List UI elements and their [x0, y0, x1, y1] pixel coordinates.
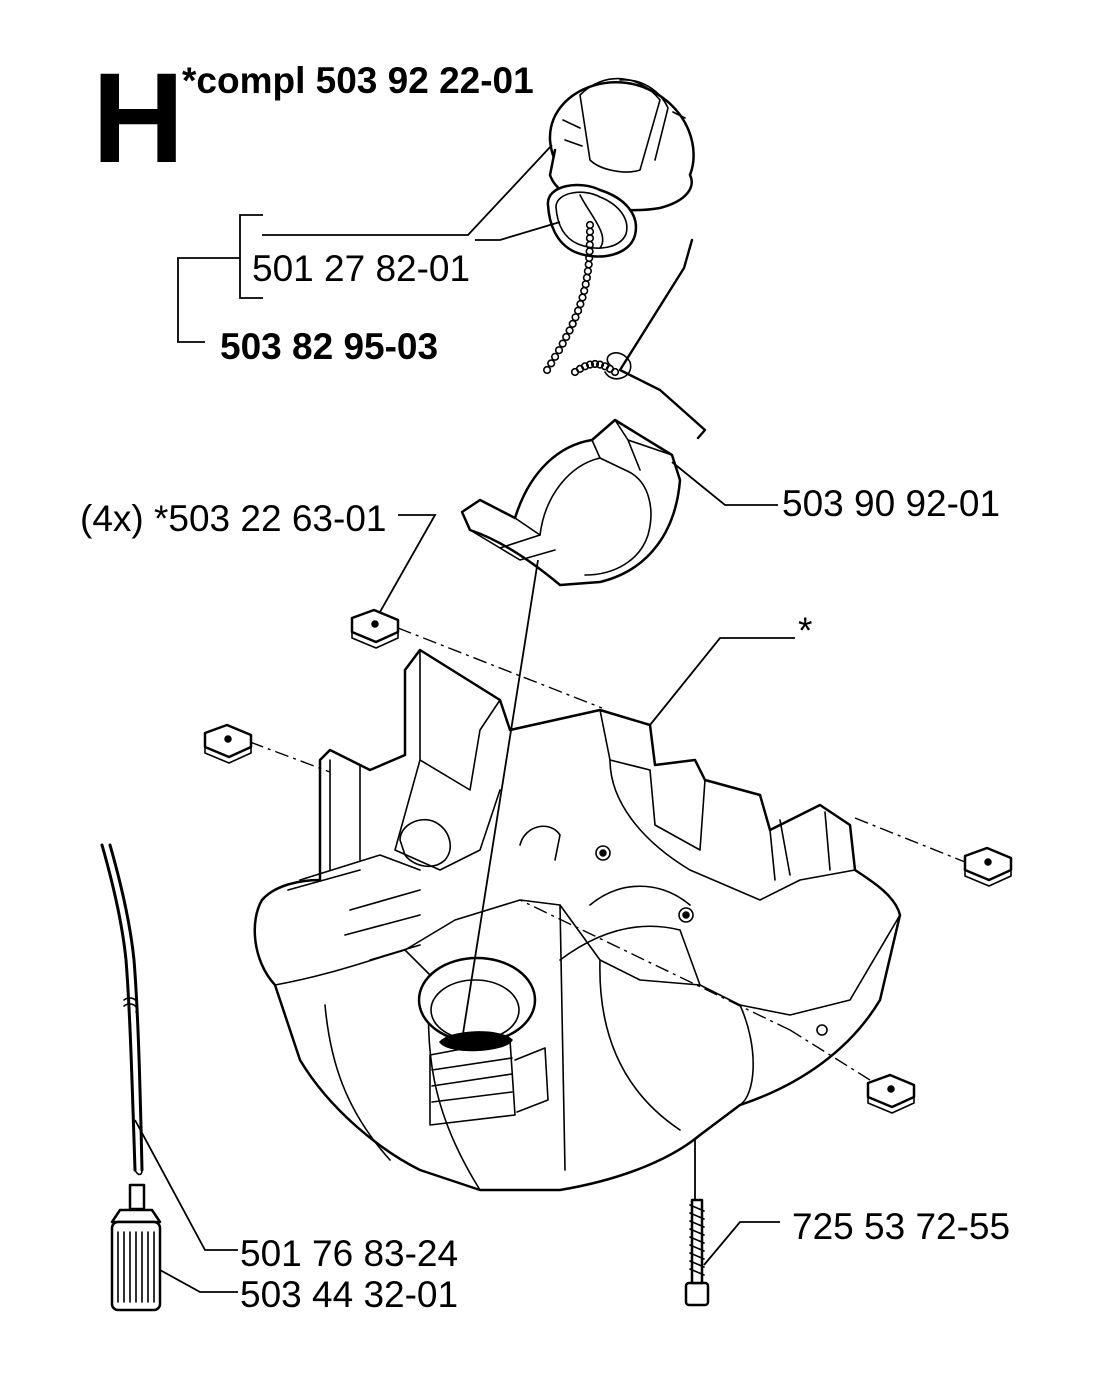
- chain-bead: [585, 360, 595, 369]
- fuel-filter-label: 503 44 32-01: [240, 1274, 459, 1315]
- cap-gasket: [546, 183, 638, 258]
- nuts-label: (4x) *503 22 63-01: [80, 498, 387, 539]
- chain-bead: [581, 280, 590, 289]
- chain-bead: [542, 365, 552, 375]
- fuel-tank-body: [253, 648, 902, 1192]
- chain-bead: [573, 306, 583, 315]
- complete-kit-label: *compl 503 92 22-01: [182, 60, 534, 101]
- chain-bead: [576, 300, 585, 309]
- filler-neck: [417, 956, 537, 1052]
- tank-star-label: *: [798, 610, 813, 651]
- chain-bead: [550, 352, 560, 361]
- chain-bead: [595, 360, 605, 369]
- chain-bead: [582, 273, 592, 282]
- clip-nuts: [203, 608, 1013, 1114]
- cap-gasket-label: 501 27 82-01: [252, 248, 471, 289]
- chain-bead: [590, 359, 600, 369]
- wire-hook: [604, 238, 707, 440]
- fuel-hose-label: 501 76 83-24: [240, 1233, 459, 1274]
- chain-bead: [583, 267, 593, 276]
- chain-bead: [571, 313, 580, 322]
- chain-bead: [580, 362, 590, 371]
- chain-bead: [578, 293, 587, 302]
- screw-part: [684, 1198, 710, 1307]
- fuel-hose-part: [100, 843, 144, 1176]
- cap-assembly-label: 503 82 95-03: [220, 326, 439, 367]
- chain-bead: [562, 332, 571, 342]
- chain-bead: [558, 339, 567, 348]
- chain-bead: [568, 319, 577, 329]
- chain-bead: [547, 359, 556, 368]
- alignment-lines: [249, 627, 966, 1081]
- chain-bead: [584, 260, 593, 269]
- section-letter: H: [92, 47, 185, 190]
- tank-cover-label: 503 90 92-01: [782, 483, 1001, 524]
- fuel-filter-part: [110, 1183, 162, 1312]
- leader-lines: [134, 144, 795, 1293]
- retaining-chain: [542, 220, 620, 377]
- chain-bead: [554, 346, 564, 355]
- chain-bead: [565, 326, 574, 335]
- chain-bead: [580, 286, 589, 296]
- screw-label: 725 53 72-55: [792, 1206, 1011, 1247]
- tank-cover-part: [460, 418, 682, 587]
- chain-bead: [610, 367, 620, 377]
